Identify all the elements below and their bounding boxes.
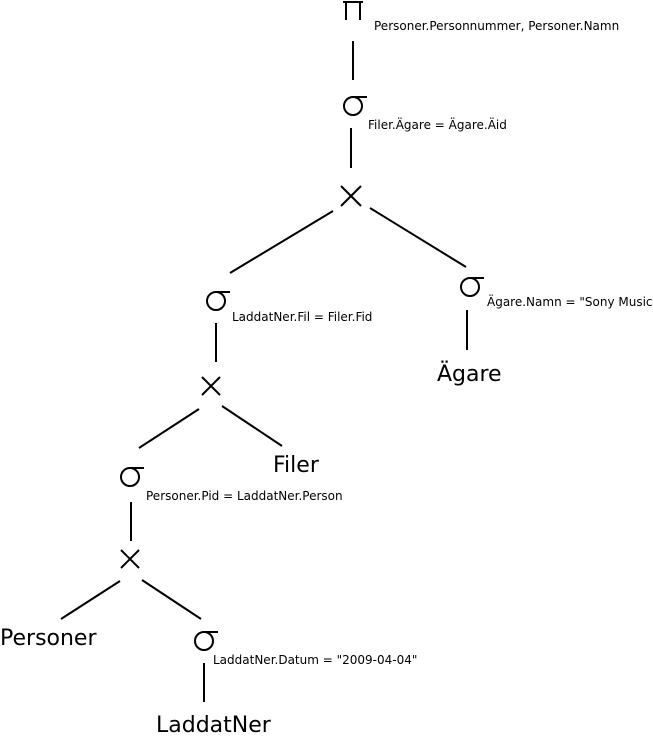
selection-condition-personer-pid: Personer.Pid = LaddatNer.Person (146, 489, 343, 503)
selection-sigma-icon (343, 96, 367, 116)
cross-product-icon (340, 185, 362, 207)
tree-edge (221, 405, 283, 447)
tree-edge (141, 579, 202, 620)
selection-sigma-icon (460, 277, 484, 297)
relation-personer: Personer (0, 626, 97, 651)
tree-edge (229, 210, 334, 274)
projection-pi-icon (343, 1, 363, 20)
relation-filer: Filer (273, 453, 320, 478)
selection-condition-laddatner-datum: LaddatNer.Datum = "2009-04-04" (213, 653, 417, 667)
relation-agare: Ägare (437, 361, 502, 387)
tree-edge (369, 207, 467, 268)
tree-edge (60, 580, 121, 620)
selection-condition-laddatner-fil: LaddatNer.Fil = Filer.Fid (232, 310, 372, 324)
projection-condition: Personer.Personnummer, Personer.Namn (374, 19, 619, 33)
relation-laddatner: LaddatNer (156, 713, 272, 738)
cross-product-icon (120, 549, 140, 569)
selection-condition-agare-namn: Ägare.Namn = "Sony Music" (487, 294, 653, 309)
selection-sigma-icon (194, 631, 218, 651)
selection-sigma-icon (206, 291, 230, 311)
cross-product-icon (201, 376, 221, 396)
selection-condition-filer-agare: Filer.Ägare = Ägare.Äid (368, 117, 507, 132)
tree-edge (138, 408, 200, 449)
selection-sigma-icon (120, 467, 144, 487)
